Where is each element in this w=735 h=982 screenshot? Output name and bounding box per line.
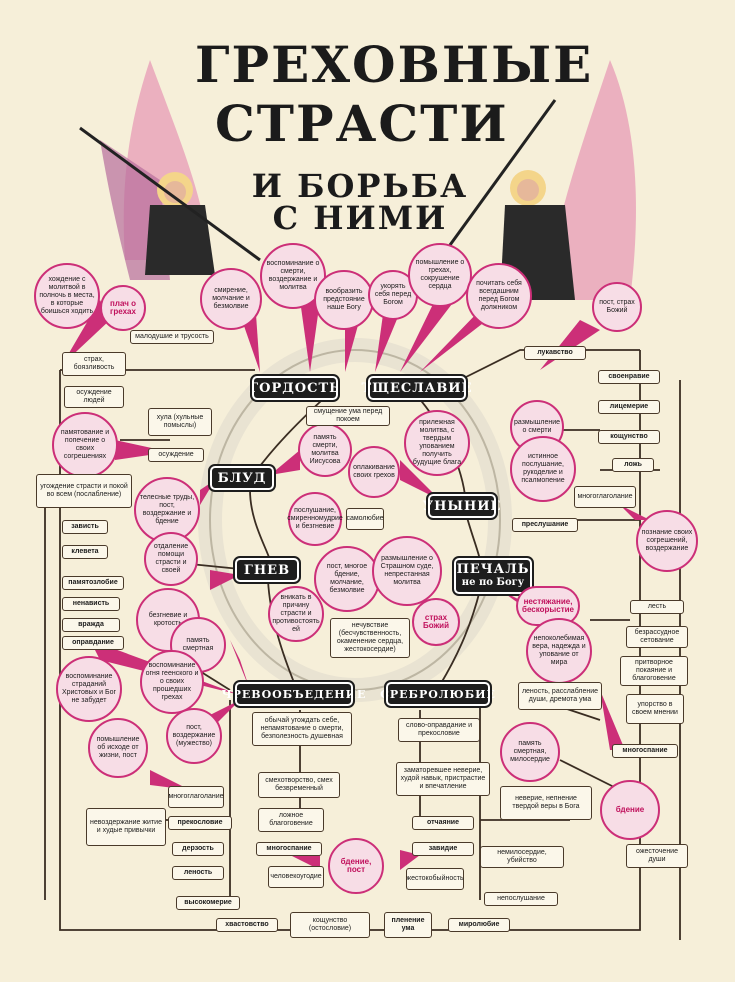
virtue-circle: смирение, молчание и безмолвие — [200, 268, 262, 330]
virtue-circle: воспоминание о смерти, воздержание и мол… — [260, 243, 326, 309]
virtue-circle: помышление об исходе от жизни, пост — [88, 718, 148, 778]
passion-gordost: ГОРДОСТЬ — [249, 374, 340, 402]
sin-box: дерзость — [172, 842, 224, 856]
virtue-circle: страх Божий — [412, 598, 460, 646]
passion-pechal-sub: не по Богу — [461, 577, 525, 588]
sin-box: притворное покаяние и благоговение — [620, 656, 688, 686]
sin-box: невоздержание житие и худые привычки — [86, 808, 166, 846]
sin-box: хула (хульные помыслы) — [148, 408, 212, 436]
virtue-circle: пост, воздержание (мужество) — [166, 708, 222, 764]
sin-box: самолюбие — [346, 508, 384, 530]
virtue-circle: бдение — [600, 780, 660, 840]
sin-box: хвастовство — [216, 918, 278, 932]
sin-box: миролюбие — [448, 918, 510, 932]
sin-box: лицемерие — [598, 400, 660, 414]
title-line-2: СТРАСТИ — [215, 94, 509, 153]
left-angel-figure — [79, 60, 261, 280]
virtue-circle: воспоминание страданий Христовых и Бог н… — [56, 656, 122, 722]
sin-box: осуждение людей — [64, 386, 124, 408]
sin-box: ложь — [612, 458, 654, 472]
sin-box: смущение ума перед покоем — [306, 406, 390, 426]
virtue-circle: познание своих согрешений, воздержание — [636, 510, 698, 572]
virtue-circle: плач о грехах — [100, 285, 146, 331]
sin-box: смехотворство, смех безвременный — [258, 772, 340, 798]
sin-box: своенравие — [598, 370, 660, 384]
sin-box: леность, расслабление души, дремота ума — [518, 682, 602, 710]
virtue-circle: послушание, смиренномудрие и безгневие — [287, 492, 343, 546]
sin-box: леность — [172, 866, 224, 880]
sin-box: неверие, непнение твердой веры в Бога — [500, 786, 592, 820]
sin-box: лукавство — [524, 346, 586, 360]
virtue-circle: пост, многое бдение, молчание, безмолвие — [314, 546, 380, 612]
sin-box: немилосердие, убийство — [480, 846, 564, 868]
title-line-3: И БОРЬБА — [251, 167, 469, 205]
sin-box: человекоугодие — [268, 866, 324, 888]
virtue-circle: оплакивание своих грехов — [348, 446, 400, 498]
virtue-circle: памятование и попечение о своих согрешен… — [52, 412, 118, 478]
sin-box: безрассудное сетование — [626, 626, 688, 648]
passion-gnev: ГНЕВ — [233, 556, 301, 584]
sin-box: непослушание — [484, 892, 558, 906]
passion-tscheslavie: ТЩЕСЛАВИЕ — [362, 374, 472, 402]
title-line-1: ГРЕХОВНЫЕ — [195, 35, 594, 94]
virtue-circle: память смерти, молитва Иисусова — [298, 423, 352, 477]
sin-box: отчаяние — [412, 816, 474, 830]
sin-box: угождение страсти и покой во всем (посла… — [36, 474, 132, 508]
virtue-circle: укорять себя перед Богом — [368, 270, 418, 320]
virtue-circle: размышление о Страшном суде, непрестанна… — [372, 536, 442, 606]
passion-pechal: ПЕЧАЛЬ не по Богу — [452, 556, 534, 596]
sin-box: вражда — [62, 618, 120, 632]
virtue-circle: бдение, пост — [328, 838, 384, 894]
sin-box: нечувствие (бесчувственность, окаменение… — [330, 618, 410, 658]
virtue-circle: воспоминание огня геенского и о своих пр… — [140, 650, 204, 714]
passion-unynie: УНЫНИЕ — [423, 492, 500, 520]
sin-box: обычай угождать себе, непамятование о см… — [252, 712, 352, 746]
virtue-circle: память смертная, милосердие — [500, 722, 560, 782]
sin-box: клевета — [62, 545, 108, 559]
sin-box: ожесточение души — [626, 844, 688, 868]
virtue-circle: хождение с молитвой в полночь в места, в… — [34, 263, 100, 329]
sin-box: многоспание — [612, 744, 678, 758]
sin-box: осуждение — [148, 448, 204, 462]
sin-box: кощунство — [598, 430, 660, 444]
sin-box: прекословие — [168, 816, 232, 830]
sin-box: высокомерие — [176, 896, 240, 910]
virtue-circle: непоколебимая вера, надежда и упование о… — [526, 618, 592, 684]
title-line-4: С НИМИ — [272, 199, 448, 237]
sin-box: жестокобыйность — [406, 868, 464, 890]
sin-box: многоспание — [256, 842, 322, 856]
virtue-circle: истинное послушание, рукоделие и псалмоп… — [510, 436, 576, 502]
virtue-circle: помышление о грехах, сокрушение сердца — [408, 243, 472, 307]
sin-box: кощунство (остословие) — [290, 912, 370, 938]
passion-pechal-label: ПЕЧАЛЬ — [456, 562, 530, 577]
virtue-circle: почитать себя всегдашним перед Богом дол… — [466, 263, 532, 329]
sin-box: преслушание — [512, 518, 578, 532]
halo-ring-edge — [209, 349, 501, 691]
sin-box: лесть — [630, 600, 684, 614]
passion-srebro: СРЕБРОЛЮБИЕ — [380, 680, 495, 708]
sin-box: страх, боязливость — [62, 352, 126, 376]
sin-box: многоглаголание — [574, 486, 636, 508]
sin-box: пленение ума — [384, 912, 432, 938]
sin-box: оправдание — [62, 636, 124, 650]
virtue-circle: пост, страх Божий — [592, 282, 642, 332]
sin-box: завидие — [412, 842, 474, 856]
sin-box: ненависть — [62, 597, 120, 611]
passion-chrevo: ЧРЕВООБЪЕДЕНИЕ — [222, 680, 365, 708]
virtue-circle: вообразить предстояние наше Богу — [314, 270, 374, 330]
sin-box: ложное благоговение — [258, 808, 324, 832]
sin-box: памятозлобие — [62, 576, 124, 590]
virtue-circle: прилежная молитва, с твердым упованием п… — [404, 410, 470, 476]
sin-box: зависть — [62, 520, 108, 534]
sin-box: малодушие и трусость — [130, 330, 214, 344]
virtue-circle: отдаление помощи страсти и своей — [144, 532, 198, 586]
sin-box: упорство в своем мнении — [626, 694, 684, 724]
virtue-circle: вникать в причину страсти и противостоят… — [268, 586, 324, 642]
right-angel-figure — [448, 60, 636, 300]
sin-box: слово-оправдание и прекословие — [398, 718, 480, 742]
passion-blud: БЛУД — [208, 464, 276, 492]
sin-box: многоглаголание — [168, 786, 224, 808]
sin-box: заматоревшее неверие, худой навык, прист… — [396, 762, 490, 796]
